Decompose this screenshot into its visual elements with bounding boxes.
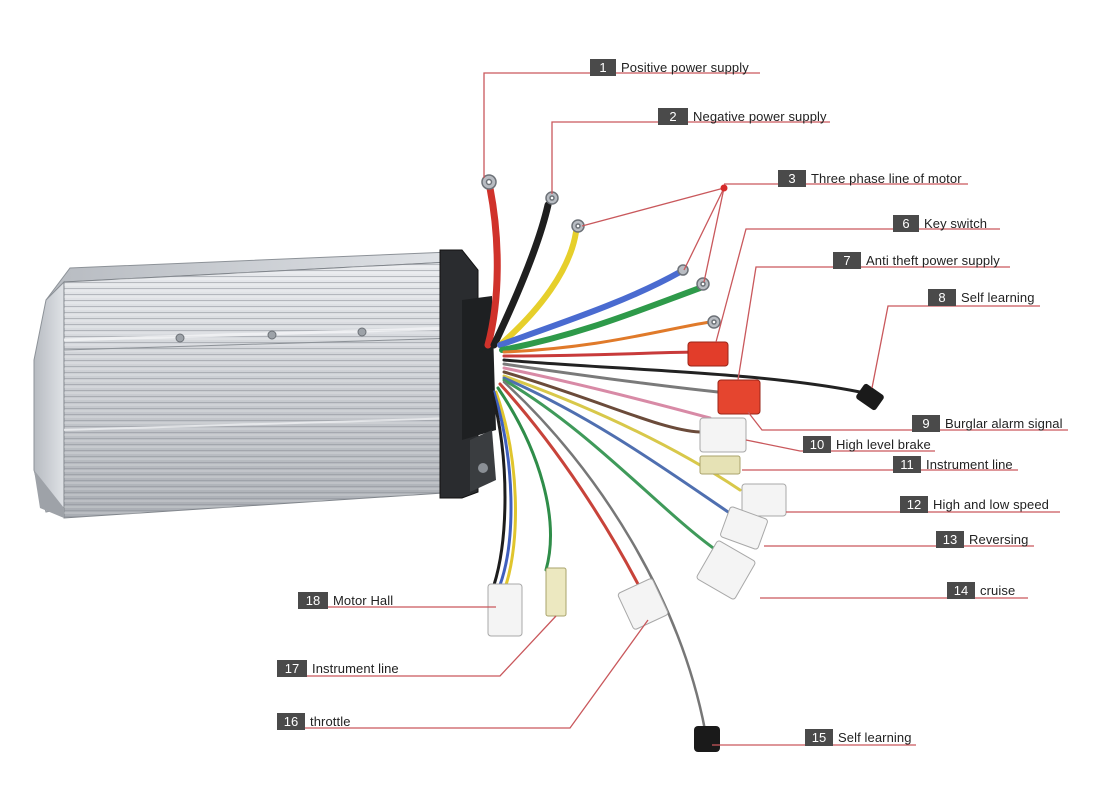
callout-number: 15 [805, 729, 833, 746]
callout-label: Anti theft power supply [866, 253, 1000, 268]
callout-high-low-speed: 12 High and low speed [900, 496, 1049, 513]
key-switch-connector [687, 341, 729, 367]
callout-number: 11 [893, 456, 921, 473]
wire-green [499, 285, 703, 353]
wire-yellow [497, 229, 579, 348]
instrument-plug-17 [545, 567, 567, 617]
brake-connector [699, 417, 747, 453]
callout-label: Instrument line [926, 457, 1013, 472]
callout-label: Three phase line of motor [811, 171, 962, 186]
callout-negative-power: 2 Negative power supply [658, 108, 827, 125]
callout-number: 3 [778, 170, 806, 187]
callout-cruise: 14 cruise [947, 582, 1015, 599]
wire-yellow-drop [494, 390, 517, 587]
callout-label: Instrument line [312, 661, 399, 676]
instrument-connector [699, 455, 741, 475]
wire-black-long [502, 358, 862, 394]
callout-reversing: 13 Reversing [936, 531, 1028, 548]
callout-number: 8 [928, 289, 956, 306]
callout-label: Self learning [961, 290, 1035, 305]
callout-number: 13 [936, 531, 964, 548]
callout-number: 17 [277, 660, 307, 677]
callout-label: Positive power supply [621, 60, 749, 75]
callout-self-learning-15: 15 Self learning [805, 729, 912, 746]
callout-number: 12 [900, 496, 928, 513]
callout-number: 14 [947, 582, 975, 599]
callout-number: 16 [277, 713, 305, 730]
callout-anti-theft: 7 Anti theft power supply [833, 252, 1000, 269]
wire-black [490, 201, 552, 349]
wire-yellow-thin [502, 374, 742, 492]
callout-high-level-brake: 10 High level brake [803, 436, 931, 453]
wire-orange [502, 320, 712, 354]
callout-number: 2 [658, 108, 688, 125]
wire-red-drop [498, 382, 642, 590]
wire-gray [502, 362, 720, 394]
callout-label: Reversing [969, 532, 1029, 547]
callout-number: 10 [803, 436, 831, 453]
wire-blue-drop [492, 390, 513, 587]
wire-blue [497, 269, 683, 348]
wire-red-thin [502, 350, 702, 358]
callout-number: 7 [833, 252, 861, 269]
self-learning-plug [856, 383, 884, 411]
speed-connector [741, 483, 787, 517]
leader-lines [280, 72, 1068, 746]
callout-label: Self learning [838, 730, 912, 745]
callout-number: 1 [590, 59, 616, 76]
junction-dot [720, 184, 728, 192]
callout-key-switch: 6 Key switch [893, 215, 987, 232]
self-learning-plug-15 [694, 726, 720, 752]
callout-instrument-line-17: 17 Instrument line [277, 660, 399, 677]
callout-label: Burglar alarm signal [945, 416, 1063, 431]
callout-self-learning-8: 8 Self learning [928, 289, 1035, 306]
wire-bundle [484, 184, 862, 732]
callout-three-phase: 3 Three phase line of motor [778, 170, 962, 187]
wire-red [484, 184, 501, 349]
wire-pink [502, 366, 712, 420]
callout-motor-hall: 18 Motor Hall [298, 592, 393, 609]
wire-black-drop [490, 390, 507, 587]
callout-label: Motor Hall [333, 593, 394, 608]
callout-number: 6 [893, 215, 919, 232]
motor-hall-connector [487, 583, 523, 637]
callout-label: cruise [980, 583, 1016, 598]
callout-burglar-alarm: 9 Burglar alarm signal [912, 415, 1063, 432]
wire-brown [502, 370, 702, 434]
callout-label: throttle [310, 714, 351, 729]
callout-throttle: 16 throttle [277, 713, 351, 730]
wire-green-drop [496, 386, 552, 572]
reverse-connector [720, 506, 768, 550]
wire-blue-thin [502, 376, 742, 522]
callout-label: Negative power supply [693, 109, 827, 124]
callout-label: High and low speed [933, 497, 1049, 512]
callout-instrument-line-11: 11 Instrument line [893, 456, 1013, 473]
callout-label: High level brake [836, 437, 931, 452]
throttle-connector [617, 578, 669, 630]
callout-label: Key switch [924, 216, 988, 231]
controller-housing [33, 249, 496, 519]
callout-positive-power: 1 Positive power supply [590, 59, 749, 76]
connectors [487, 341, 884, 752]
wire-green-thin [502, 378, 718, 552]
callout-number: 18 [298, 592, 328, 609]
callout-number: 9 [912, 415, 940, 432]
cruise-connector [696, 540, 756, 600]
wire-gray-long [502, 380, 707, 732]
anti-theft-connector [717, 379, 761, 415]
